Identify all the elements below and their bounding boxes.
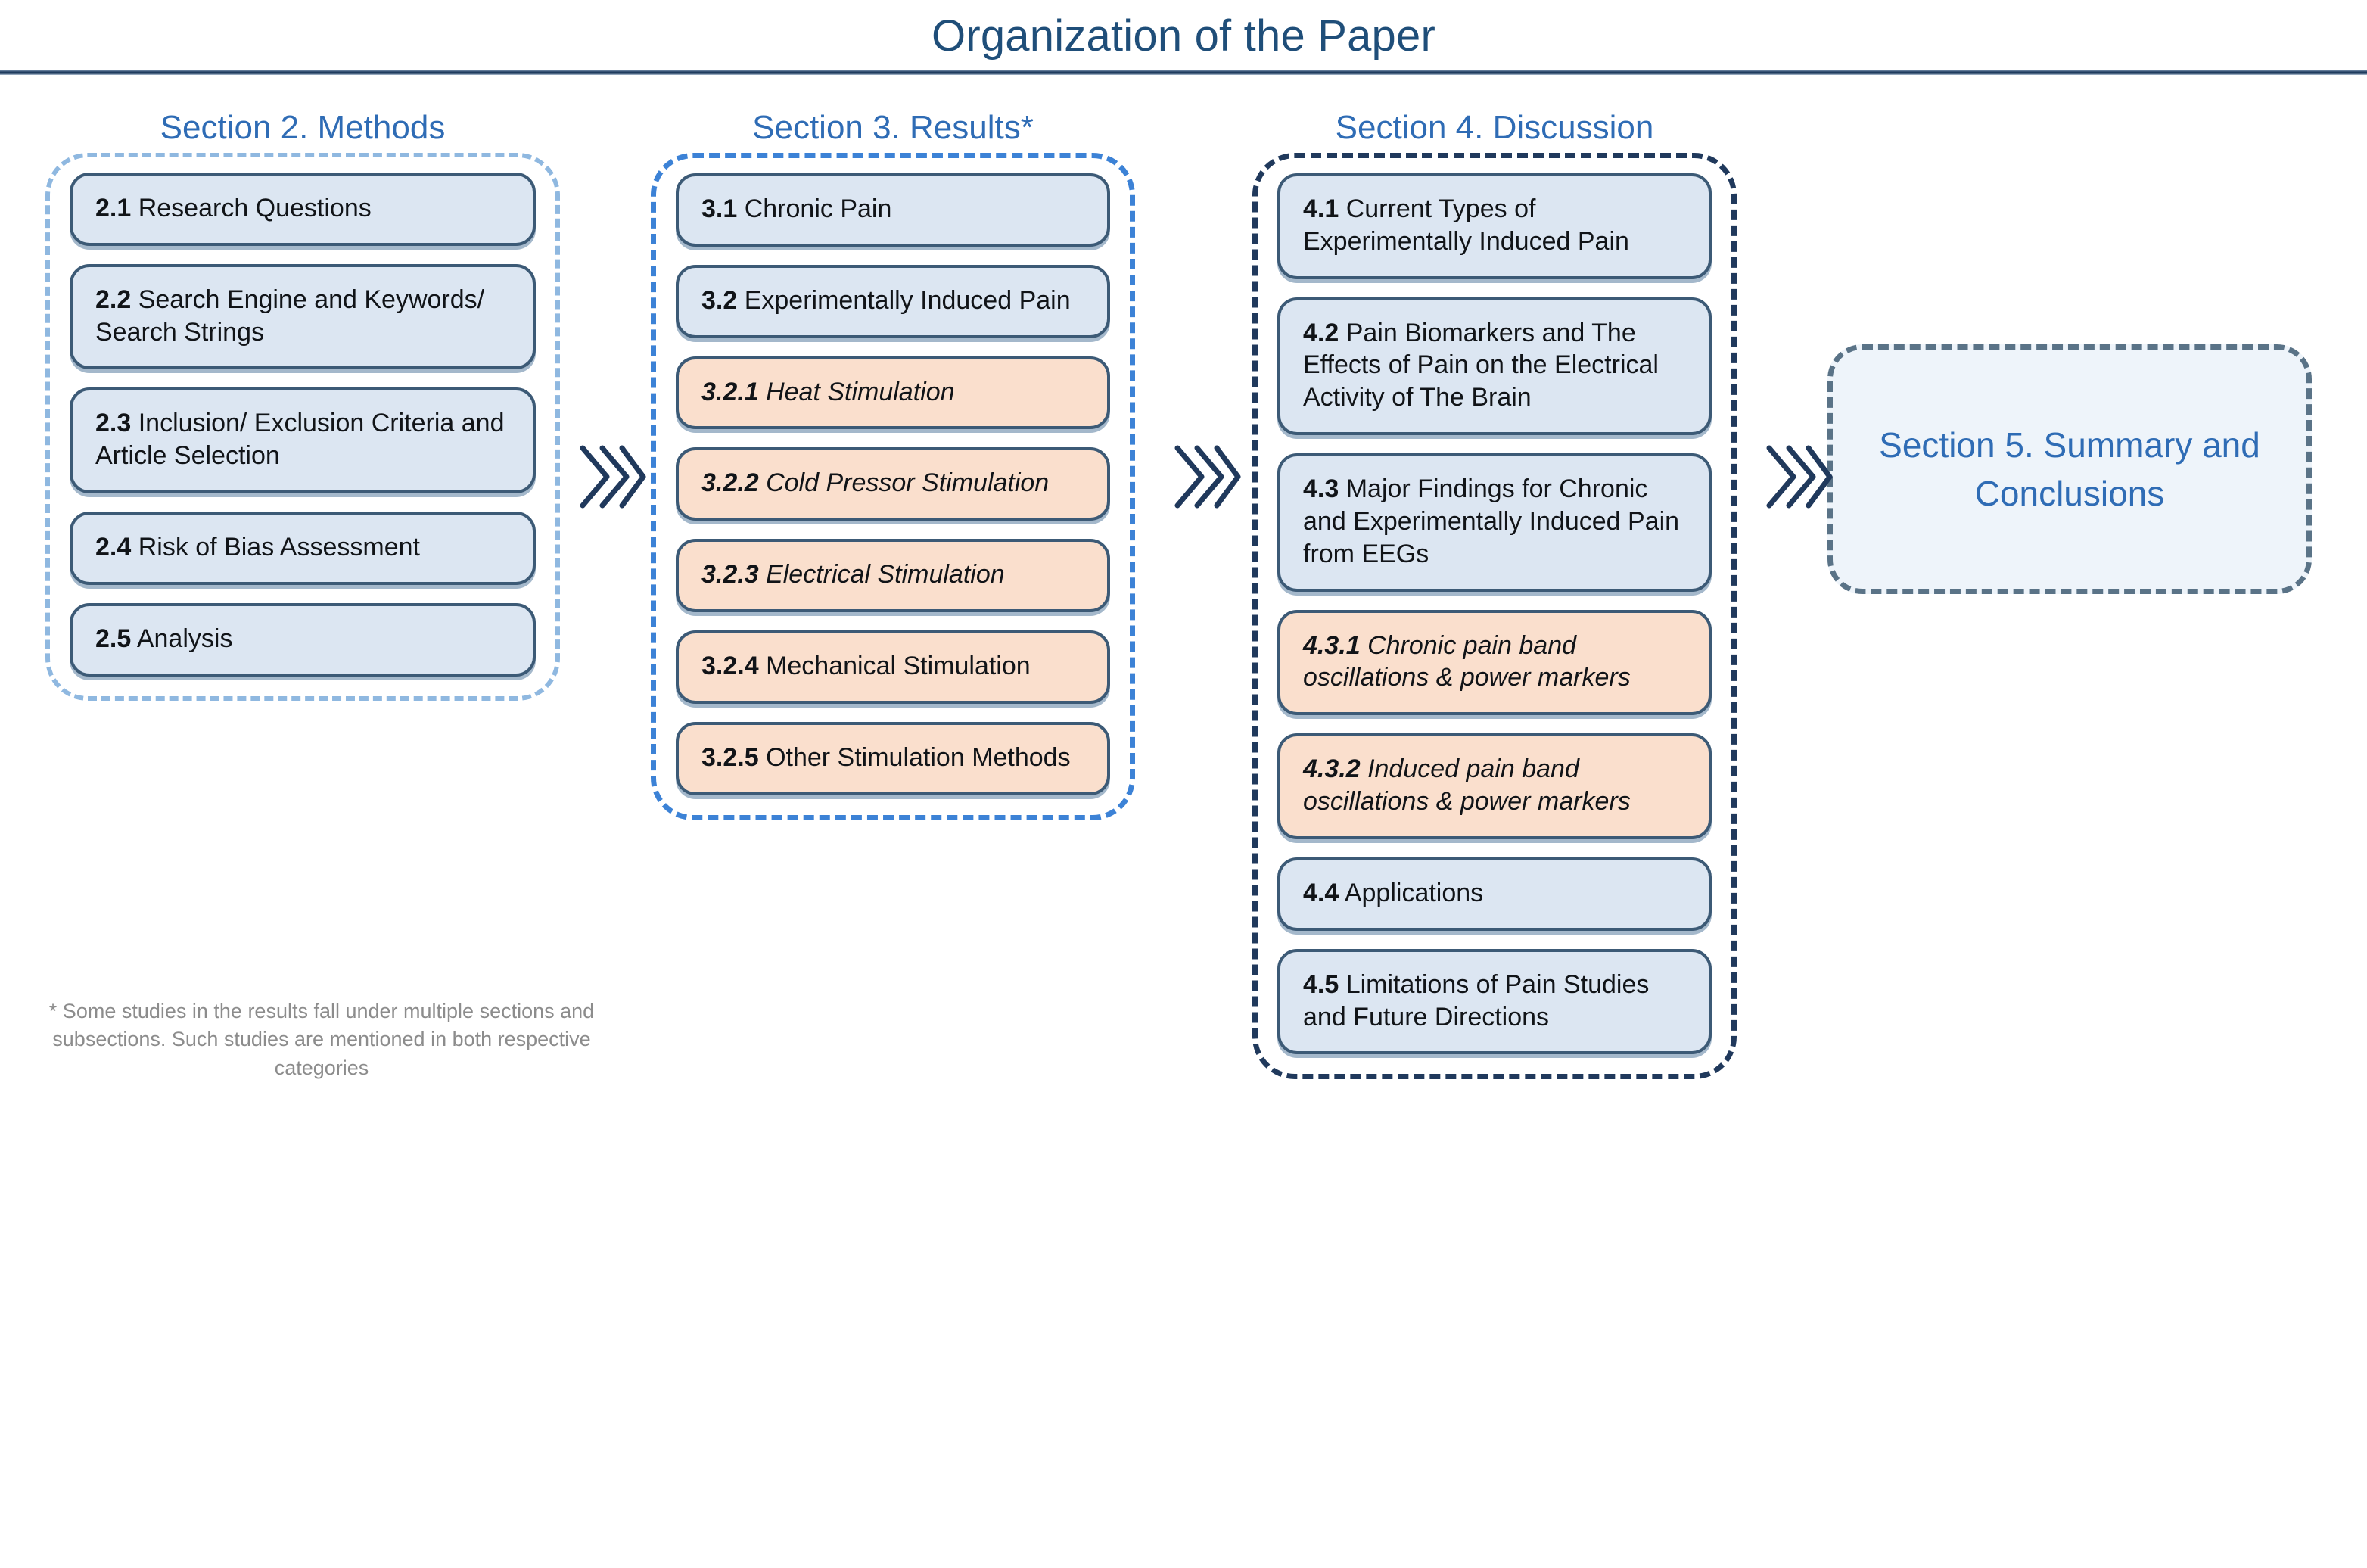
node-label: Major Findings for Chronic and Experimen…: [1303, 474, 1680, 568]
node-label: Chronic Pain: [737, 194, 892, 223]
node-label: Pain Biomarkers and The Effects of Pain …: [1303, 318, 1659, 412]
node-label: Heat Stimulation: [758, 377, 955, 406]
triple-chevron-right-icon: [580, 445, 646, 509]
column-results: Section 3. Results* 3.1 Chronic Pain 3.2…: [651, 106, 1135, 820]
node-number: 2.2: [95, 285, 132, 314]
node-number: 3.1: [701, 194, 738, 223]
node-label: Limitations of Pain Studies and Future D…: [1303, 969, 1650, 1031]
node-2-1[interactable]: 2.1 Research Questions: [70, 173, 536, 246]
node-3-2-4[interactable]: 3.2.4 Mechanical Stimulation: [676, 630, 1110, 704]
node-label: Cold Pressor Stimulation: [758, 468, 1050, 498]
node-3-1[interactable]: 3.1 Chronic Pain: [676, 173, 1110, 247]
node-label: Risk of Bias Assessment: [131, 533, 420, 562]
node-number: 2.1: [95, 194, 132, 222]
node-2-5[interactable]: 2.5 Analysis: [70, 602, 536, 677]
node-number: 4.3.1: [1303, 630, 1361, 660]
node-label: Electrical Stimulation: [758, 560, 1005, 590]
node-4-1[interactable]: 4.1 Current Types of Experimentally Indu…: [1277, 173, 1712, 279]
node-label: Chronic pain band oscillations & power m…: [1303, 630, 1631, 692]
triple-chevron-right-icon: [1174, 445, 1241, 509]
node-number: 4.4: [1303, 878, 1339, 907]
node-label: Search Engine and Keywords/ Search Strin…: [95, 285, 485, 347]
connector-discussion-to-summary: [1763, 437, 1833, 516]
node-number: 4.3: [1303, 474, 1339, 504]
node-number: 4.2: [1303, 318, 1339, 347]
node-number: 3.2.4: [701, 652, 759, 681]
node-4-2[interactable]: 4.2 Pain Biomarkers and The Effects of P…: [1277, 297, 1712, 436]
node-3-2[interactable]: 3.2 Experimentally Induced Pain: [676, 264, 1110, 338]
footnote-text: * Some studies in the results fall under…: [48, 1000, 595, 1079]
node-label: Inclusion/ Exclusion Criteria and Articl…: [95, 409, 505, 471]
column-heading-methods: Section 2. Methods: [160, 109, 446, 146]
node-4-5[interactable]: 4.5 Limitations of Pain Studies and Futu…: [1277, 948, 1712, 1055]
node-number: 3.2.3: [701, 560, 759, 590]
node-2-3[interactable]: 2.3 Inclusion/ Exclusion Criteria and Ar…: [70, 387, 536, 494]
node-3-2-1[interactable]: 3.2.1 Heat Stimulation: [676, 356, 1110, 430]
column-methods: Section 2. Methods 2.1 Research Question…: [45, 106, 560, 701]
title-divider: [0, 70, 2367, 75]
node-3-2-2[interactable]: 3.2.2 Cold Pressor Stimulation: [676, 447, 1110, 521]
node-4-4[interactable]: 4.4 Applications: [1277, 857, 1712, 931]
page-title: Organization of the Paper: [932, 11, 1435, 61]
node-label: Induced pain band oscillations & power m…: [1303, 754, 1631, 817]
column-discussion: Section 4. Discussion 4.1 Current Types …: [1252, 106, 1737, 1080]
node-label: Mechanical Stimulation: [758, 652, 1031, 681]
triple-chevron-right-icon: [1766, 445, 1833, 509]
connector-results-to-discussion: [1171, 437, 1241, 516]
node-number: 2.3: [95, 409, 132, 438]
node-label: Section 5. Summary and Conclusions: [1879, 425, 2260, 513]
column-summary: Section 5. Summary and Conclusions: [1827, 344, 2312, 594]
node-label: Experimentally Induced Pain: [737, 285, 1071, 315]
node-label: Applications: [1339, 878, 1484, 907]
node-number: 2.5: [95, 624, 132, 653]
node-number: 4.3.2: [1303, 754, 1361, 784]
node-number: 4.1: [1303, 194, 1339, 223]
node-4-3-1[interactable]: 4.3.1 Chronic pain band oscillations & p…: [1277, 609, 1712, 716]
node-2-2[interactable]: 2.2 Search Engine and Keywords/ Search S…: [70, 263, 536, 370]
node-4-3[interactable]: 4.3 Major Findings for Chronic and Exper…: [1277, 453, 1712, 592]
connector-methods-to-results: [577, 437, 646, 516]
node-3-2-3[interactable]: 3.2.3 Electrical Stimulation: [676, 539, 1110, 613]
group-section-2: 2.1 Research Questions 2.2 Search Engine…: [45, 153, 560, 701]
node-label: Other Stimulation Methods: [758, 742, 1071, 772]
node-4-3-2[interactable]: 4.3.2 Induced pain band oscillations & p…: [1277, 733, 1712, 839]
group-section-4: 4.1 Current Types of Experimentally Indu…: [1252, 153, 1737, 1080]
group-section-3: 3.1 Chronic Pain 3.2 Experimentally Indu…: [651, 153, 1135, 820]
node-number: 2.4: [95, 533, 132, 562]
node-2-4[interactable]: 2.4 Risk of Bias Assessment: [70, 512, 536, 585]
node-number: 3.2.1: [701, 377, 759, 406]
node-number: 3.2: [701, 285, 738, 315]
node-section-5[interactable]: Section 5. Summary and Conclusions: [1827, 344, 2312, 594]
node-number: 3.2.5: [701, 742, 759, 772]
column-heading-discussion: Section 4. Discussion: [1335, 109, 1654, 146]
node-3-2-5[interactable]: 3.2.5 Other Stimulation Methods: [676, 721, 1110, 795]
column-heading-results: Section 3. Results*: [752, 109, 1034, 146]
node-number: 3.2.2: [701, 468, 759, 498]
node-label: Research Questions: [131, 194, 372, 222]
node-number: 4.5: [1303, 969, 1339, 999]
node-label: Analysis: [131, 624, 233, 653]
node-label: Current Types of Experimentally Induced …: [1303, 194, 1629, 256]
